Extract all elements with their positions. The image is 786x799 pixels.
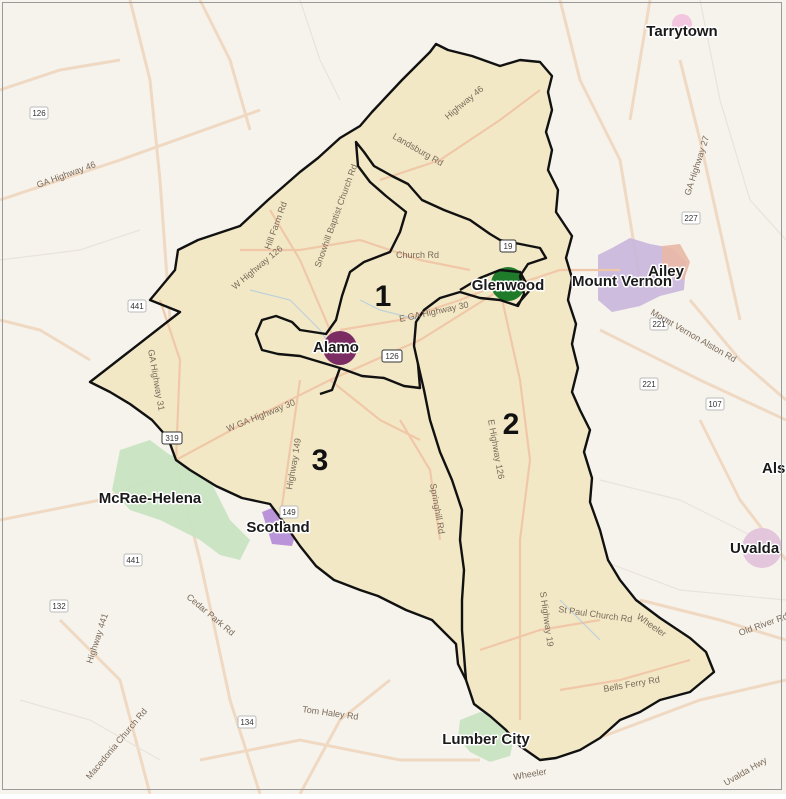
place-label-uvalda: Uvalda (730, 540, 780, 557)
place-label-als: Als (762, 460, 785, 477)
place-label-mount-vernon: Mount Vernon (572, 273, 672, 290)
svg-text:132: 132 (52, 602, 66, 611)
svg-text:441: 441 (130, 302, 144, 311)
place-label-scotland: Scotland (246, 519, 309, 536)
tarrytown-area (672, 14, 692, 34)
place-label-mcrae-helena: McRae-Helena (99, 490, 202, 507)
alamo-area (323, 331, 357, 365)
svg-text:134: 134 (240, 718, 254, 727)
place-label-alamo: Alamo (313, 339, 359, 356)
county-roads (158, 89, 691, 720)
uvalda-area (742, 528, 782, 568)
svg-text:441: 441 (126, 556, 140, 565)
svg-text:126: 126 (385, 352, 399, 361)
place-label-ailey: Ailey (648, 263, 685, 280)
ailey-area (662, 244, 690, 280)
svg-text:221: 221 (642, 380, 656, 389)
district-label-2: 2 (503, 408, 520, 441)
svg-text:221: 221 (652, 320, 666, 329)
district-label-3: 3 (312, 444, 329, 477)
svg-text:319: 319 (165, 434, 179, 443)
glenwood-area (491, 267, 525, 301)
background-minor-roads (0, 0, 786, 761)
svg-text:149: 149 (282, 508, 296, 517)
highway-shields: 126 441 221 227 19 126 319 441 132 134 1… (29, 106, 725, 729)
svg-text:227: 227 (684, 214, 698, 223)
district-boundaries (88, 42, 716, 762)
svg-text:19: 19 (504, 242, 513, 251)
mcrae-helena-area (112, 440, 250, 560)
place-label-lumber-city: Lumber City (442, 731, 530, 748)
place-label-tarrytown: Tarrytown (646, 23, 717, 40)
svg-text:126: 126 (32, 109, 46, 118)
road-label: Church Rd (396, 250, 439, 260)
district-label-1: 1 (375, 280, 392, 313)
place-label-glenwood: Glenwood (472, 277, 545, 294)
svg-text:107: 107 (708, 400, 722, 409)
county-area (90, 44, 714, 760)
